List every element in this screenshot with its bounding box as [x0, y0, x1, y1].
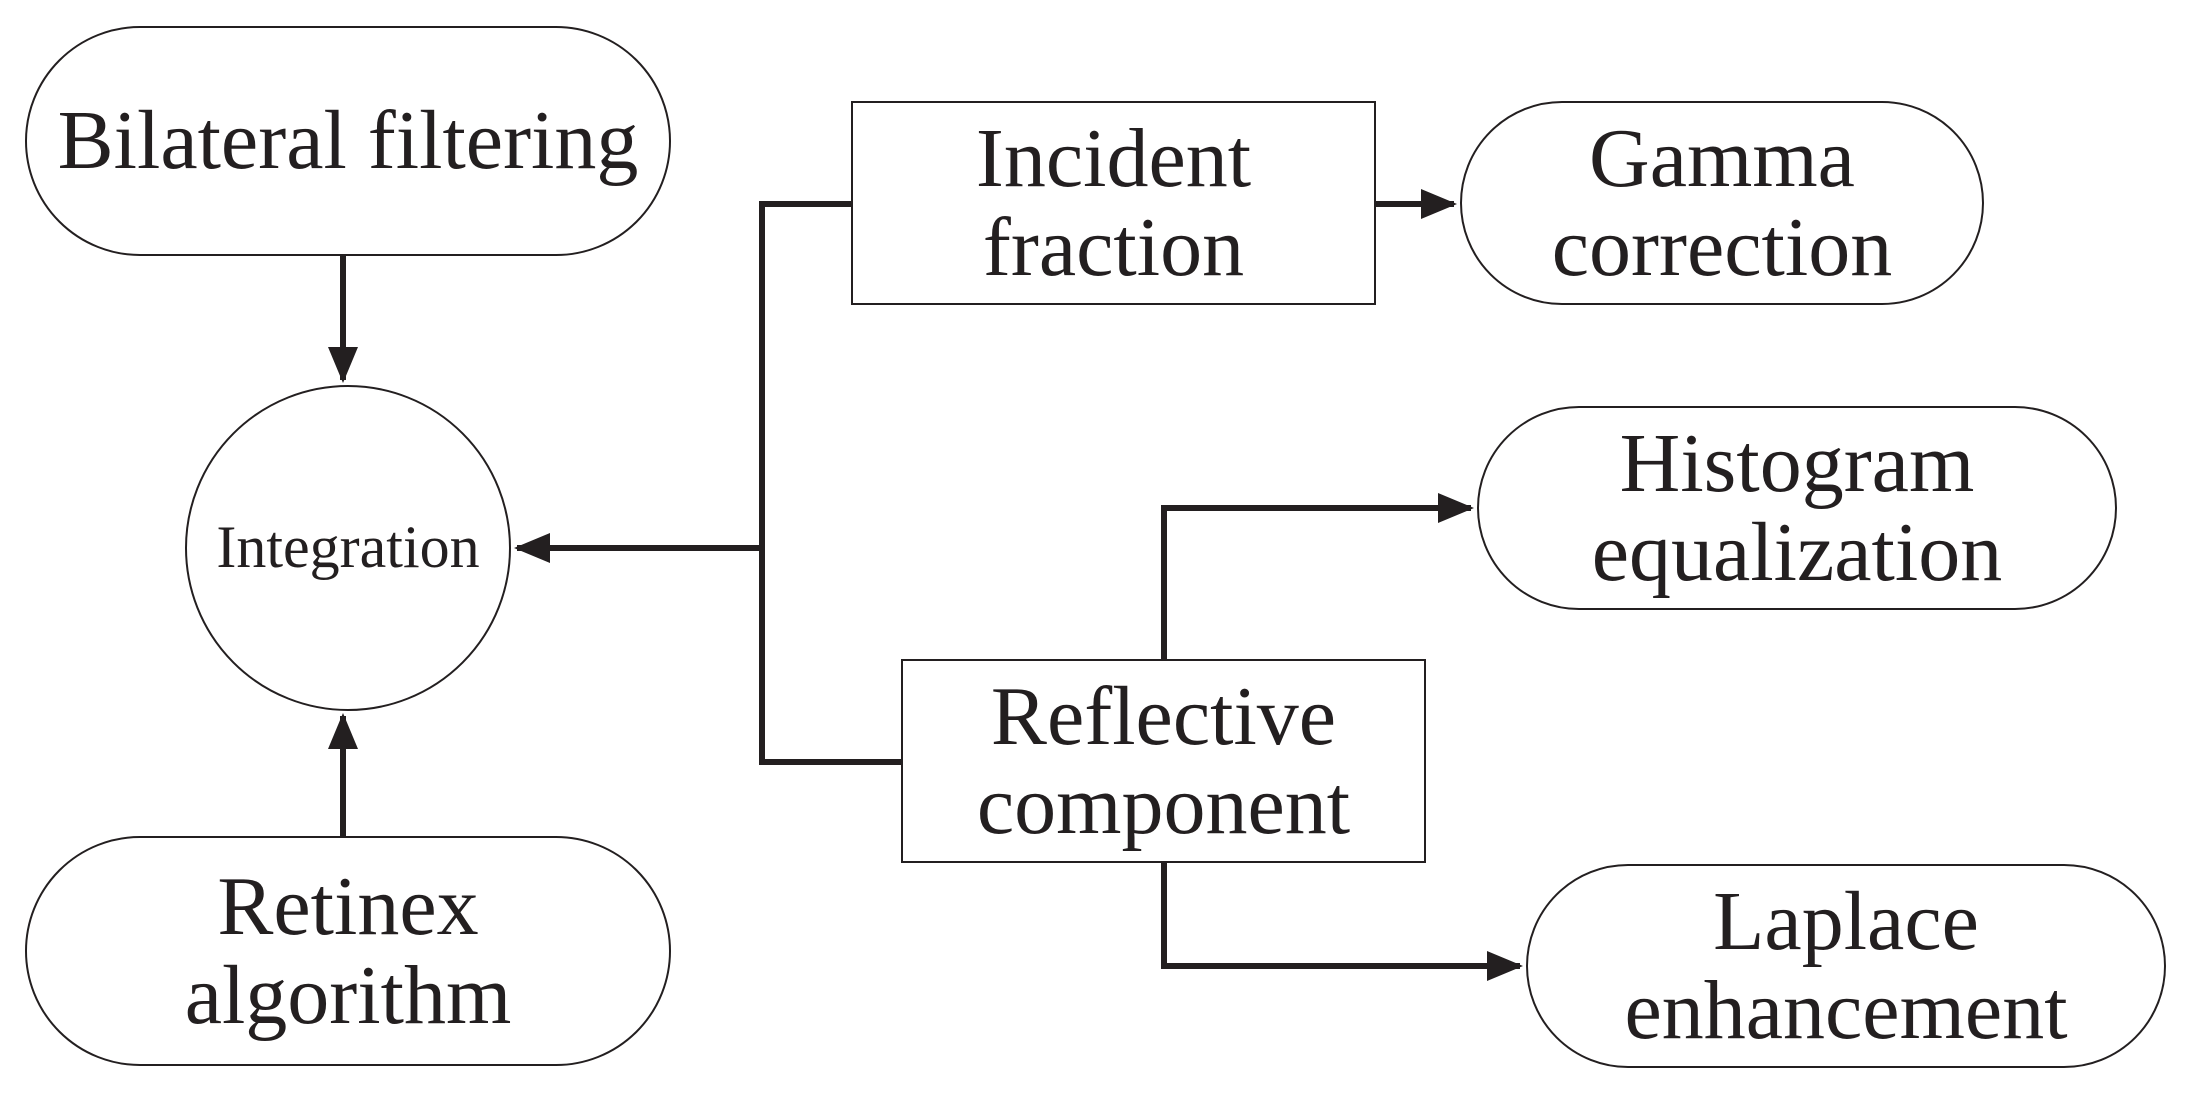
reflective-component-node: Reflective component: [901, 659, 1426, 863]
gamma-correction-node: Gamma correction: [1460, 101, 1984, 305]
histogram-equalization-node: Histogram equalization: [1477, 406, 2117, 610]
laplace-enhancement-node: Laplace enhancement: [1526, 864, 2166, 1068]
reflective-label-line1: Reflective: [990, 669, 1337, 763]
histogram-label-line2: equalization: [1591, 506, 2003, 599]
retinex-label-line1: Retinex: [217, 859, 479, 953]
edge-reflective-to-laplace: [1161, 863, 1523, 981]
incident-fraction-node: Incident fraction: [851, 101, 1376, 305]
integration-node: Integration: [185, 385, 511, 711]
retinex-label-line2: algorithm: [184, 949, 512, 1042]
bilateral-filtering-label: Bilateral filtering: [57, 94, 639, 188]
bilateral-filtering-node: Bilateral filtering: [25, 26, 671, 256]
integration-label: Integration: [216, 514, 480, 581]
laplace-label-line2: enhancement: [1624, 964, 2068, 1057]
gamma-label-line1: Gamma: [1589, 111, 1855, 205]
reflective-label-line2: component: [976, 759, 1351, 852]
edge-reflective-to-histogram: [1161, 493, 1474, 659]
edge-incident-bracket: [759, 201, 901, 765]
incident-label-line1: Incident: [975, 111, 1252, 205]
retinex-algorithm-node: Retinex algorithm: [25, 836, 671, 1066]
gamma-label-line2: correction: [1551, 201, 1893, 294]
incident-label-line2: fraction: [982, 201, 1245, 294]
laplace-label-line1: Laplace: [1713, 874, 1979, 968]
histogram-label-line1: Histogram: [1619, 416, 1975, 510]
